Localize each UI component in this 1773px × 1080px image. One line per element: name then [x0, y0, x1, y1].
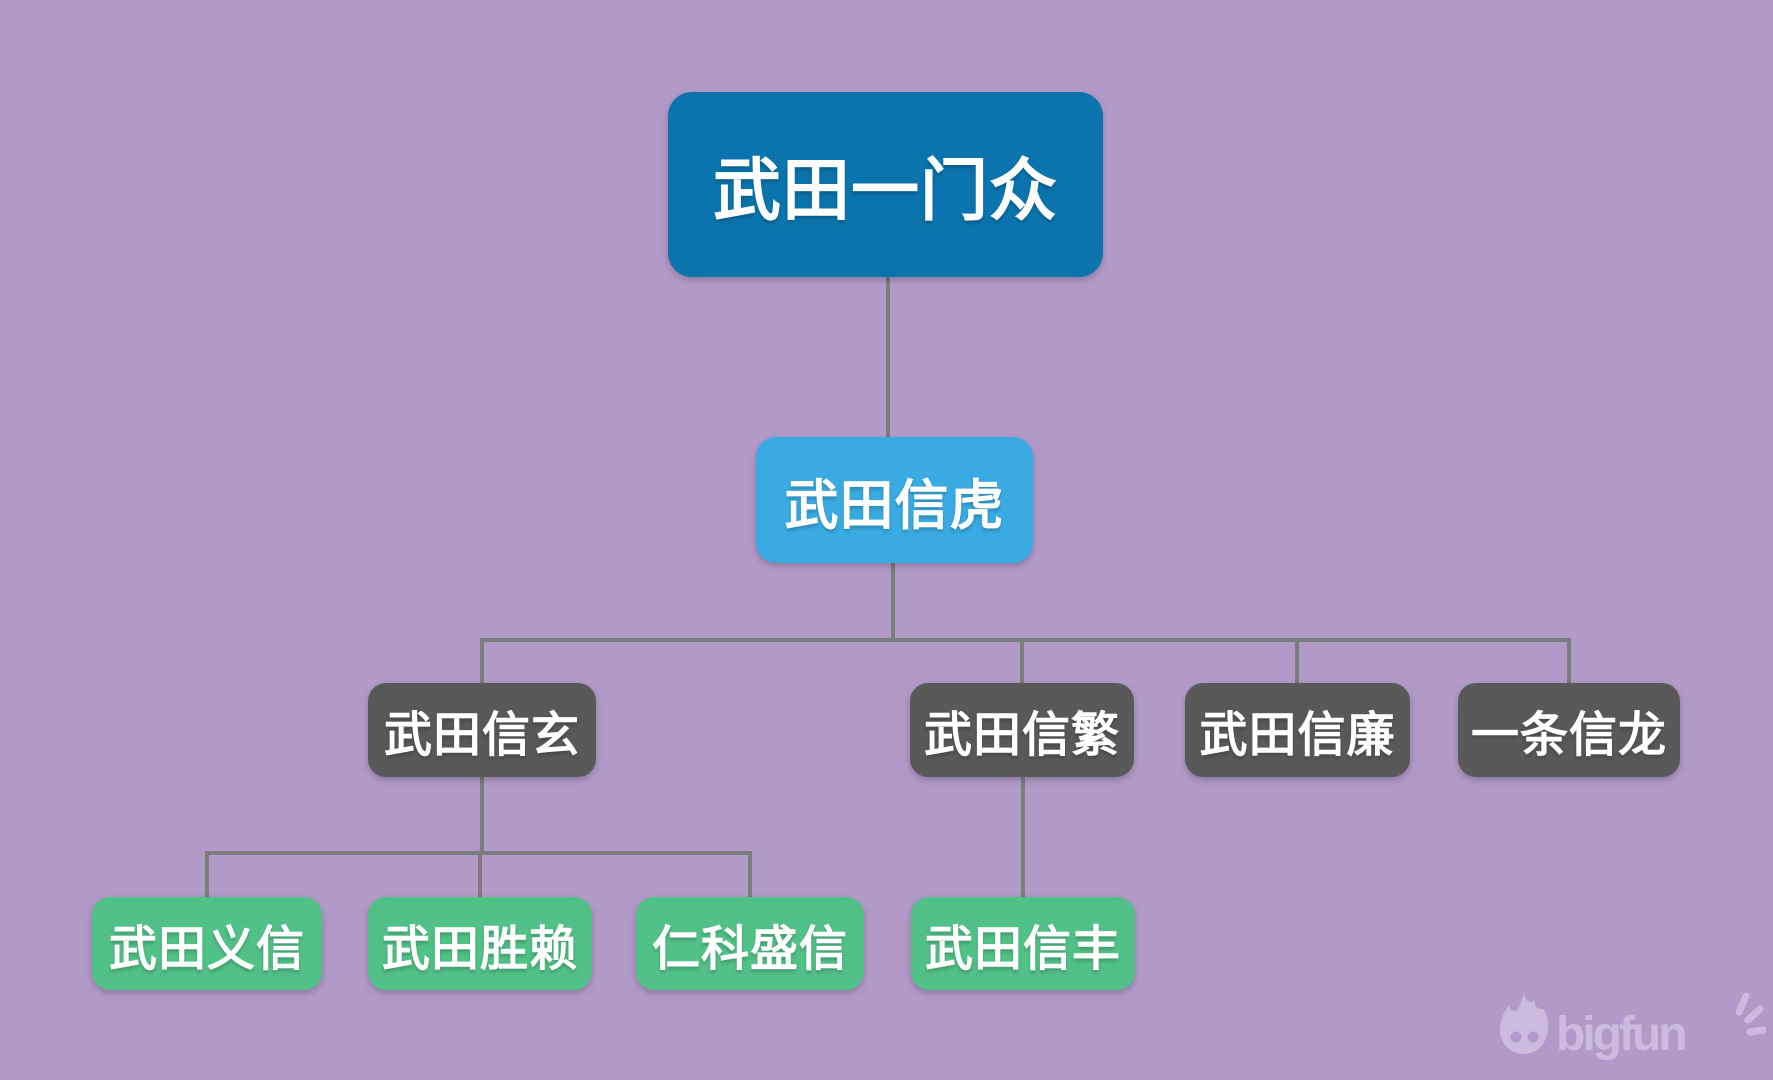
node-takeda-shingen: 武田信玄	[368, 683, 596, 777]
connector-stub-shingen	[480, 638, 484, 685]
connector-stub-nobushige	[1020, 638, 1024, 685]
node-takeda-yoshinobu: 武田义信	[92, 897, 322, 990]
connector-stub-nobutatsu	[1567, 638, 1571, 685]
connector-stub-morinobu	[748, 851, 752, 899]
connector-shingen-trunk	[480, 777, 484, 855]
node-takeda-nobushige: 武田信繁	[910, 683, 1134, 777]
connector-stub-yoshinobu	[205, 851, 209, 899]
connector-nobushige-to-nobutoyo	[1021, 777, 1025, 898]
bigfun-watermark-logo: bigfun	[1500, 992, 1766, 1061]
watermark-text: bigfun	[1556, 1008, 1685, 1061]
node-ichijo-nobutatsu: 一条信龙	[1458, 683, 1680, 777]
node-nishina-morinobu: 仁科盛信	[636, 897, 864, 990]
node-takeda-nobutora: 武田信虎	[756, 437, 1033, 563]
flame-mascot-icon	[1500, 994, 1549, 1054]
sparkle-rays-icon	[1735, 992, 1766, 1036]
node-takeda-clan-root: 武田一门众	[668, 92, 1103, 277]
node-takeda-katsuyori: 武田胜赖	[368, 897, 592, 990]
node-takeda-nobutoyo: 武田信丰	[911, 897, 1135, 990]
connector-stub-katsuyori	[478, 851, 482, 899]
connector-stub-nobukado	[1295, 638, 1299, 685]
node-takeda-nobukado: 武田信廉	[1185, 683, 1410, 777]
connector-root-to-nobutora	[886, 277, 890, 439]
connector-nobutora-trunk	[891, 560, 895, 642]
connector-level3-bar	[480, 638, 1571, 642]
